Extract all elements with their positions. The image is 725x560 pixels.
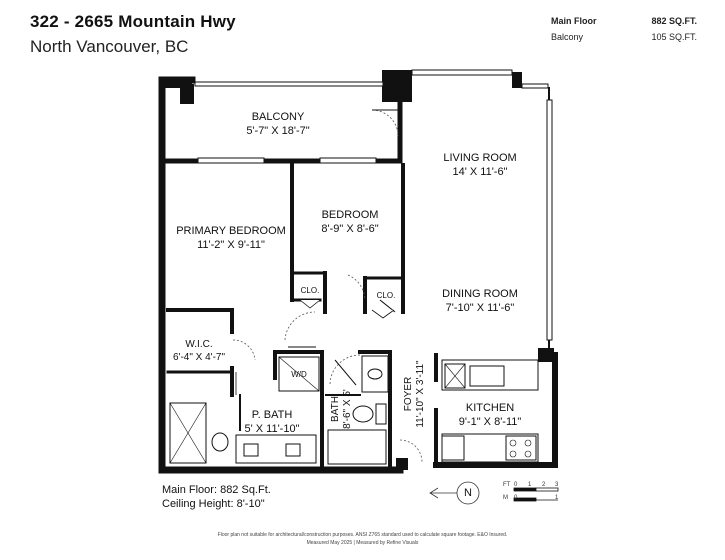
room-foyer: FOYER 11'-10" X 3'-11" bbox=[403, 339, 429, 449]
scale-tick: 2 bbox=[542, 482, 546, 488]
room-name: CLO. bbox=[300, 286, 320, 295]
room-dims: 11'-2" X 9'-11" bbox=[197, 239, 265, 251]
room-dining: DINING ROOM 7'-10" X 11'-6" bbox=[420, 287, 540, 315]
scale-tick: 3 bbox=[555, 482, 559, 488]
listing-address: 322 - 2665 Mountain Hwy bbox=[30, 12, 236, 31]
burner bbox=[509, 450, 517, 458]
room-dims: 11'-10" X 3'-11" bbox=[415, 360, 426, 428]
door-swing bbox=[329, 354, 361, 386]
scale-tick: 0 bbox=[514, 482, 518, 488]
door-swing bbox=[284, 311, 316, 341]
room-dims: 8'-6" X 5' bbox=[342, 389, 353, 429]
bathtub bbox=[327, 429, 387, 465]
column bbox=[396, 458, 408, 470]
window bbox=[194, 81, 384, 87]
room-dims: 7'-10" X 11'-6" bbox=[445, 302, 515, 314]
room-primary-bath: P. BATH 5' X 11'-10" bbox=[232, 408, 312, 436]
compass-rose bbox=[429, 481, 480, 505]
room-dims: 5'-7" X 18'-7" bbox=[246, 125, 310, 137]
room-bedroom: BEDROOM 8'-9" X 8'-6" bbox=[300, 208, 400, 236]
window bbox=[411, 69, 513, 76]
room-name: BEDROOM bbox=[321, 209, 379, 221]
door-swing bbox=[232, 339, 256, 361]
listing-city: North Vancouver, BC bbox=[30, 37, 189, 56]
room-name: LIVING ROOM bbox=[443, 152, 517, 164]
room-wic: W.I.C. 6'-4" X 4'-7" bbox=[166, 338, 232, 364]
room-name: CLO. bbox=[376, 291, 396, 300]
room-name: BATH bbox=[330, 396, 341, 422]
disclaimer-line: Floor plan not suitable for architectura… bbox=[217, 532, 508, 538]
outer-wall bbox=[158, 76, 404, 474]
room-name: P. BATH bbox=[251, 409, 293, 421]
summary-ceiling: Ceiling Height: 8'-10" bbox=[162, 498, 265, 510]
shower-diag bbox=[169, 402, 207, 464]
fridge-diag bbox=[444, 363, 466, 389]
room-dims: 14' X 11'-6" bbox=[452, 166, 508, 178]
kitchen-sink bbox=[469, 365, 505, 387]
room-name: FOYER bbox=[403, 376, 414, 412]
area-value: 105 SQ.FT. bbox=[651, 32, 697, 42]
room-name: W.I.C. bbox=[185, 339, 213, 350]
column bbox=[162, 78, 192, 88]
area-label: Balcony bbox=[551, 32, 584, 42]
sink bbox=[243, 443, 259, 457]
closet-door bbox=[299, 299, 321, 309]
door-leaf bbox=[334, 359, 357, 386]
toilet bbox=[211, 432, 229, 452]
column bbox=[538, 348, 554, 362]
dishwasher bbox=[441, 435, 465, 461]
closet-door bbox=[371, 309, 395, 319]
room-living: LIVING ROOM 14' X 11'-6" bbox=[420, 151, 540, 179]
room-laundry: W/D bbox=[282, 370, 316, 380]
column bbox=[512, 72, 522, 88]
scale-tick: 1 bbox=[528, 482, 532, 488]
room-name: DINING ROOM bbox=[442, 288, 518, 300]
door-swing bbox=[371, 109, 399, 137]
room-closet: CLO. bbox=[296, 286, 324, 296]
outer-wall bbox=[433, 352, 558, 468]
sink bbox=[367, 368, 383, 380]
scale-bar bbox=[513, 487, 559, 502]
room-dims: 5' X 11'-10" bbox=[244, 423, 300, 435]
toilet-tank bbox=[375, 403, 387, 425]
room-balcony: BALCONY 5'-7" X 18'-7" bbox=[218, 110, 338, 138]
column bbox=[382, 70, 412, 102]
room-closet: CLO. bbox=[370, 291, 402, 301]
scale-m-label: M bbox=[503, 495, 508, 501]
washer-dryer-diag bbox=[278, 356, 320, 392]
door-swing bbox=[347, 274, 366, 301]
burner bbox=[509, 439, 517, 447]
scale-tick: 1 bbox=[555, 495, 559, 501]
column bbox=[180, 84, 194, 104]
room-dims: 6'-4" X 4'-7" bbox=[172, 352, 226, 363]
summary-main-floor: Main Floor: 882 Sq.Ft. bbox=[162, 484, 271, 496]
disclaimer-line: Measured May 2025 | Measured by Refine V… bbox=[306, 540, 419, 546]
burner bbox=[524, 439, 532, 447]
room-name: KITCHEN bbox=[465, 402, 515, 414]
sink bbox=[285, 443, 301, 457]
compass-letter: N bbox=[464, 487, 472, 499]
stove bbox=[505, 435, 537, 461]
room-name: PRIMARY BEDROOM bbox=[176, 225, 286, 237]
burner bbox=[524, 450, 532, 458]
window bbox=[197, 157, 265, 164]
toilet bbox=[352, 405, 374, 423]
area-label: Main Floor bbox=[551, 16, 597, 26]
room-dims: 8'-9" X 8'-6" bbox=[321, 223, 379, 235]
scale-tick: 0 bbox=[514, 495, 518, 501]
room-primary-bedroom: PRIMARY BEDROOM 11'-2" X 9'-11" bbox=[167, 224, 295, 252]
window bbox=[521, 83, 549, 89]
door-swing bbox=[399, 439, 423, 463]
room-kitchen: KITCHEN 9'-1" X 8'-11" bbox=[440, 401, 540, 429]
window bbox=[319, 157, 377, 164]
room-name: BALCONY bbox=[251, 111, 305, 123]
room-bath: BATH 8'-6" X 5' bbox=[330, 369, 356, 449]
room-name: W/D bbox=[291, 370, 307, 379]
area-value: 882 SQ.FT. bbox=[651, 16, 697, 26]
window bbox=[546, 99, 553, 341]
room-dims: 9'-1" X 8'-11" bbox=[458, 416, 522, 428]
scale-ft-label: FT bbox=[503, 482, 511, 488]
